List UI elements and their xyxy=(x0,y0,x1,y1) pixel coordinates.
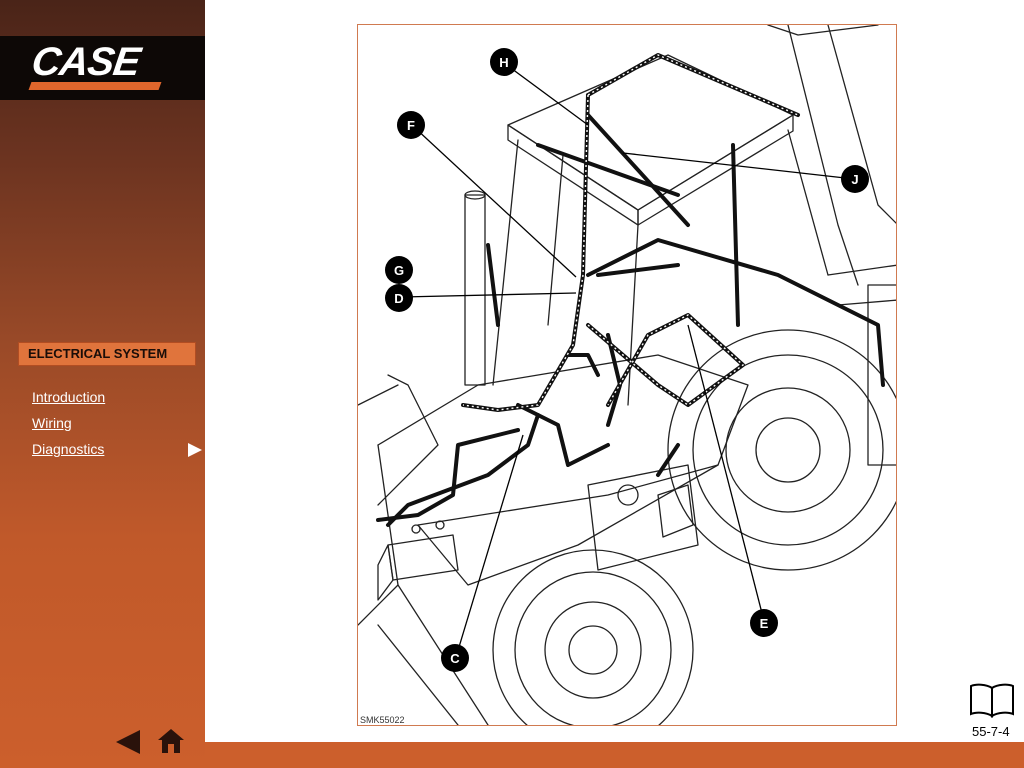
back-arrow-icon[interactable] xyxy=(114,728,144,756)
callout-g: G xyxy=(394,263,404,278)
wiring-harness-illustration: H F J G D E C xyxy=(358,25,896,725)
nav-link-introduction[interactable]: Introduction xyxy=(32,389,106,405)
callout-e: E xyxy=(760,616,769,631)
case-logo: CASE xyxy=(0,36,205,100)
callout-j: J xyxy=(851,172,858,187)
sidebar: CASE ELECTRICAL SYSTEM Introduction Wiri… xyxy=(0,0,205,768)
callout-d: D xyxy=(394,291,403,306)
callout-f: F xyxy=(407,118,415,133)
logo-text: CASE xyxy=(28,40,143,84)
callout-h: H xyxy=(499,55,508,70)
bottom-bar xyxy=(205,742,1024,768)
wiring-diagram: H F J G D E C SMK55022 xyxy=(357,24,897,726)
nav-link-wiring[interactable]: Wiring xyxy=(32,415,72,431)
nav-link-diagnostics[interactable]: Diagnostics xyxy=(32,441,105,457)
section-title: ELECTRICAL SYSTEM xyxy=(18,342,196,366)
book-icon[interactable] xyxy=(968,682,1016,720)
home-icon[interactable] xyxy=(156,727,186,755)
play-arrow-icon xyxy=(188,443,202,457)
nav-list: Introduction Wiring Diagnostics xyxy=(32,388,105,466)
figure-code: SMK55022 xyxy=(358,715,407,725)
callout-c: C xyxy=(450,651,460,666)
page-number: 55-7-4 xyxy=(972,724,1010,739)
logo-underline xyxy=(28,82,162,90)
